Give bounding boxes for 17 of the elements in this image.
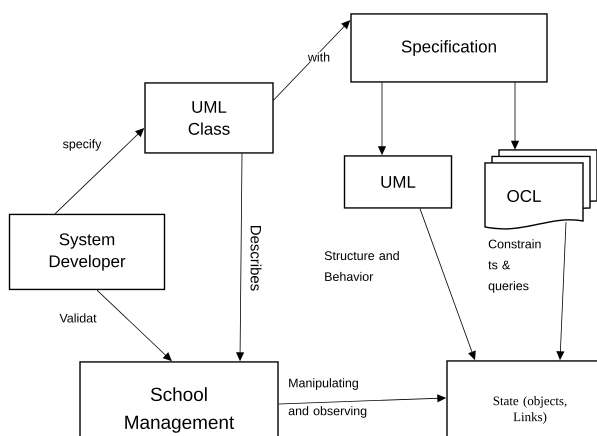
edge-label: Validat — [60, 313, 96, 323]
edge-label: Manipulating and observing — [288, 378, 366, 418]
arrow — [273, 20, 350, 100]
arrow — [96, 290, 172, 362]
node-label: OCL — [507, 190, 541, 202]
edge-label: specify — [62, 139, 102, 151]
process-box: Specification — [350, 13, 548, 83]
process-box: State (objects, Links) — [446, 360, 597, 436]
document-stack: OCL — [484, 149, 597, 230]
process-box: UML Class — [144, 82, 274, 154]
edge-label: Describes — [250, 226, 262, 291]
edge-label: with — [307, 52, 331, 62]
edge-label: Structure and Behavior — [324, 250, 399, 282]
process-box: UML — [344, 155, 452, 209]
process-box: System Developer — [8, 214, 166, 290]
edge-label: Constrain ts & queries — [488, 239, 541, 293]
process-box: School Management — [79, 361, 279, 436]
